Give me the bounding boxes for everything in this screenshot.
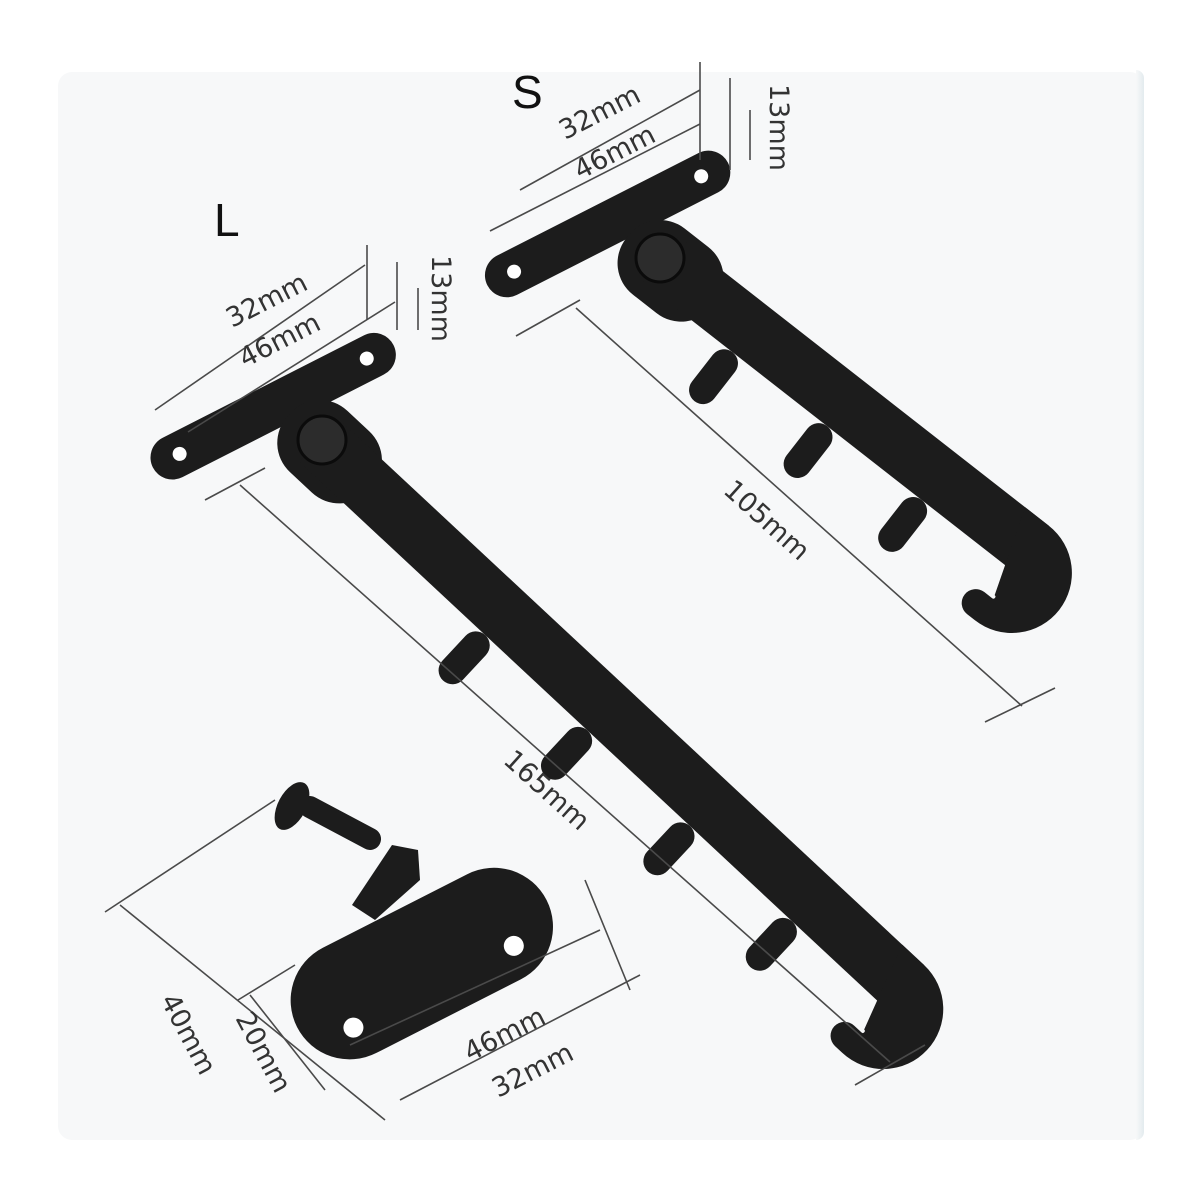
pin-base-ext-2 — [237, 964, 296, 1001]
pin-base-pin-head — [274, 782, 310, 830]
pin-base-hole-right — [503, 935, 524, 956]
pin-base-dimensions — [104, 799, 641, 1121]
small-stay-label-105: 105mm — [717, 474, 815, 567]
pin-base-dimline-32 — [399, 974, 641, 1101]
small-stay-arm — [642, 236, 1049, 572]
small-stay-dimline-46 — [519, 89, 701, 191]
pin-base-label-20: 20mm — [229, 1007, 297, 1098]
small-stay-dimline-105 — [575, 307, 1023, 707]
large-stay-hook-4 — [745, 917, 797, 971]
large-stay-dimensions — [154, 245, 926, 1086]
large-stay-ext-3 — [204, 467, 266, 501]
large-stay-hook-3 — [643, 822, 695, 876]
large-stay-dimline-165 — [239, 484, 891, 1063]
small-stay-ext-3 — [515, 299, 581, 337]
small-stay-dimline-32 — [489, 123, 701, 232]
small-stay-label-13: 13mm — [763, 84, 794, 171]
small-stay — [484, 150, 1072, 633]
pin-base — [274, 782, 553, 1060]
small-stay-end-hook — [961, 507, 1072, 633]
pin-base-dimline-20 — [249, 994, 326, 1091]
large-stay — [150, 332, 944, 1069]
large-stay-plate-hole-right — [359, 351, 374, 366]
small-stay-hook-3 — [878, 497, 928, 552]
large-stay-hook-1 — [438, 631, 490, 685]
pin-base-label-40: 40mm — [154, 989, 222, 1080]
pin-base-pin — [298, 796, 382, 850]
small-stay-hook-1 — [689, 349, 738, 405]
small-stay-plate — [484, 150, 731, 298]
large-stay-plate — [150, 332, 396, 480]
large-stay-rivet — [296, 414, 348, 466]
pin-base-ext-3 — [584, 879, 631, 991]
small-stay-ext-4 — [984, 687, 1056, 723]
pin-base-ext-1 — [104, 799, 276, 913]
small-stay-dimensions — [489, 62, 1056, 723]
large-stay-end-hook — [830, 944, 944, 1069]
size-label-l: L — [214, 194, 240, 246]
pin-base-dimline-40 — [119, 904, 386, 1121]
size-label-s: S — [512, 66, 543, 118]
large-stay-label-13: 13mm — [425, 255, 456, 342]
pin-base-bracket — [352, 845, 420, 920]
small-stay-rivet — [634, 232, 686, 284]
pin-base-plate — [290, 867, 553, 1060]
large-stay-dimline-46 — [187, 301, 396, 433]
large-stay-hook-2 — [540, 726, 593, 780]
small-stay-plate-hole-right — [694, 169, 709, 184]
large-stay-plate-hole-left — [172, 446, 187, 461]
panel-edge — [1136, 70, 1144, 1140]
pin-base-dimline-46 — [349, 929, 601, 1046]
large-stay-ext-4 — [854, 1044, 926, 1086]
small-stay-hook-2 — [783, 423, 833, 478]
small-stay-plate-hole-left — [507, 264, 522, 279]
large-stay-arm — [299, 419, 925, 1008]
large-stay-dimline-32 — [154, 264, 366, 411]
pin-base-hole-left — [343, 1017, 364, 1038]
